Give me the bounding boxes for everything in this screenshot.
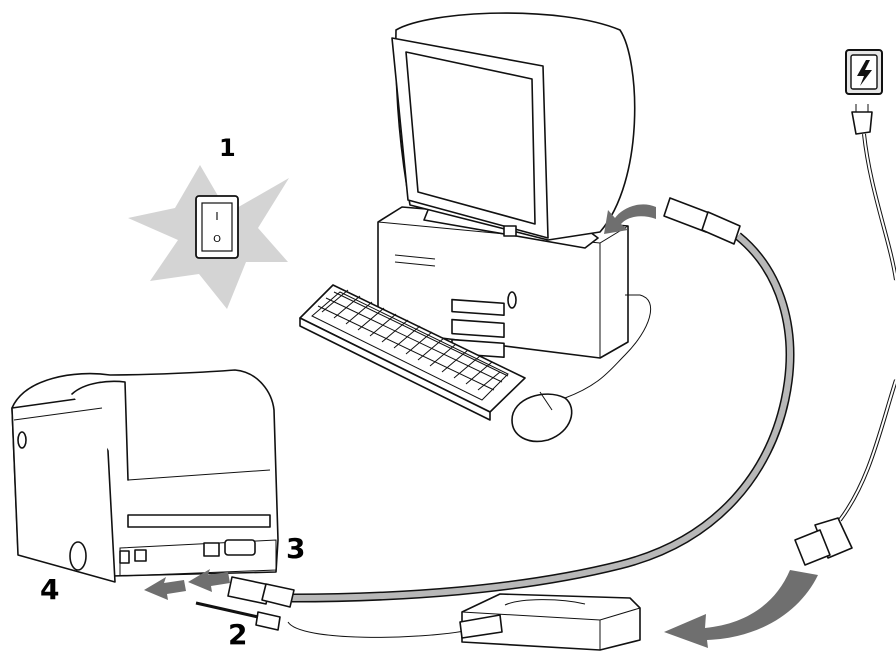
usb-connector-pc [663,197,741,245]
usb-cable [227,197,795,608]
power-adapter [195,593,641,651]
mains-power-cable [794,49,896,566]
arrows [144,204,818,648]
printer-power-port [119,550,130,564]
dc-plug [195,601,281,631]
arrow-icon [188,569,230,592]
label-printer [11,369,279,583]
arrow-icon [604,204,656,234]
step-1-label: 1 [219,134,236,162]
printer-usb-port [134,549,147,562]
computer [299,12,652,443]
step-2-label: 2 [228,618,248,651]
usb-connector-printer [227,576,295,608]
power-switch-callout: I O [128,165,289,309]
monitor [391,12,636,249]
arrow-icon [144,577,186,600]
lightning-icon [857,60,872,86]
mouse [511,294,652,443]
power-switch-on-symbol: I [215,210,218,223]
keyboard [299,284,526,421]
step-3-label: 3 [286,532,306,565]
arrow-icon [664,570,818,648]
power-switch-off-symbol: O [213,234,221,245]
step-4-label: 4 [40,573,60,606]
